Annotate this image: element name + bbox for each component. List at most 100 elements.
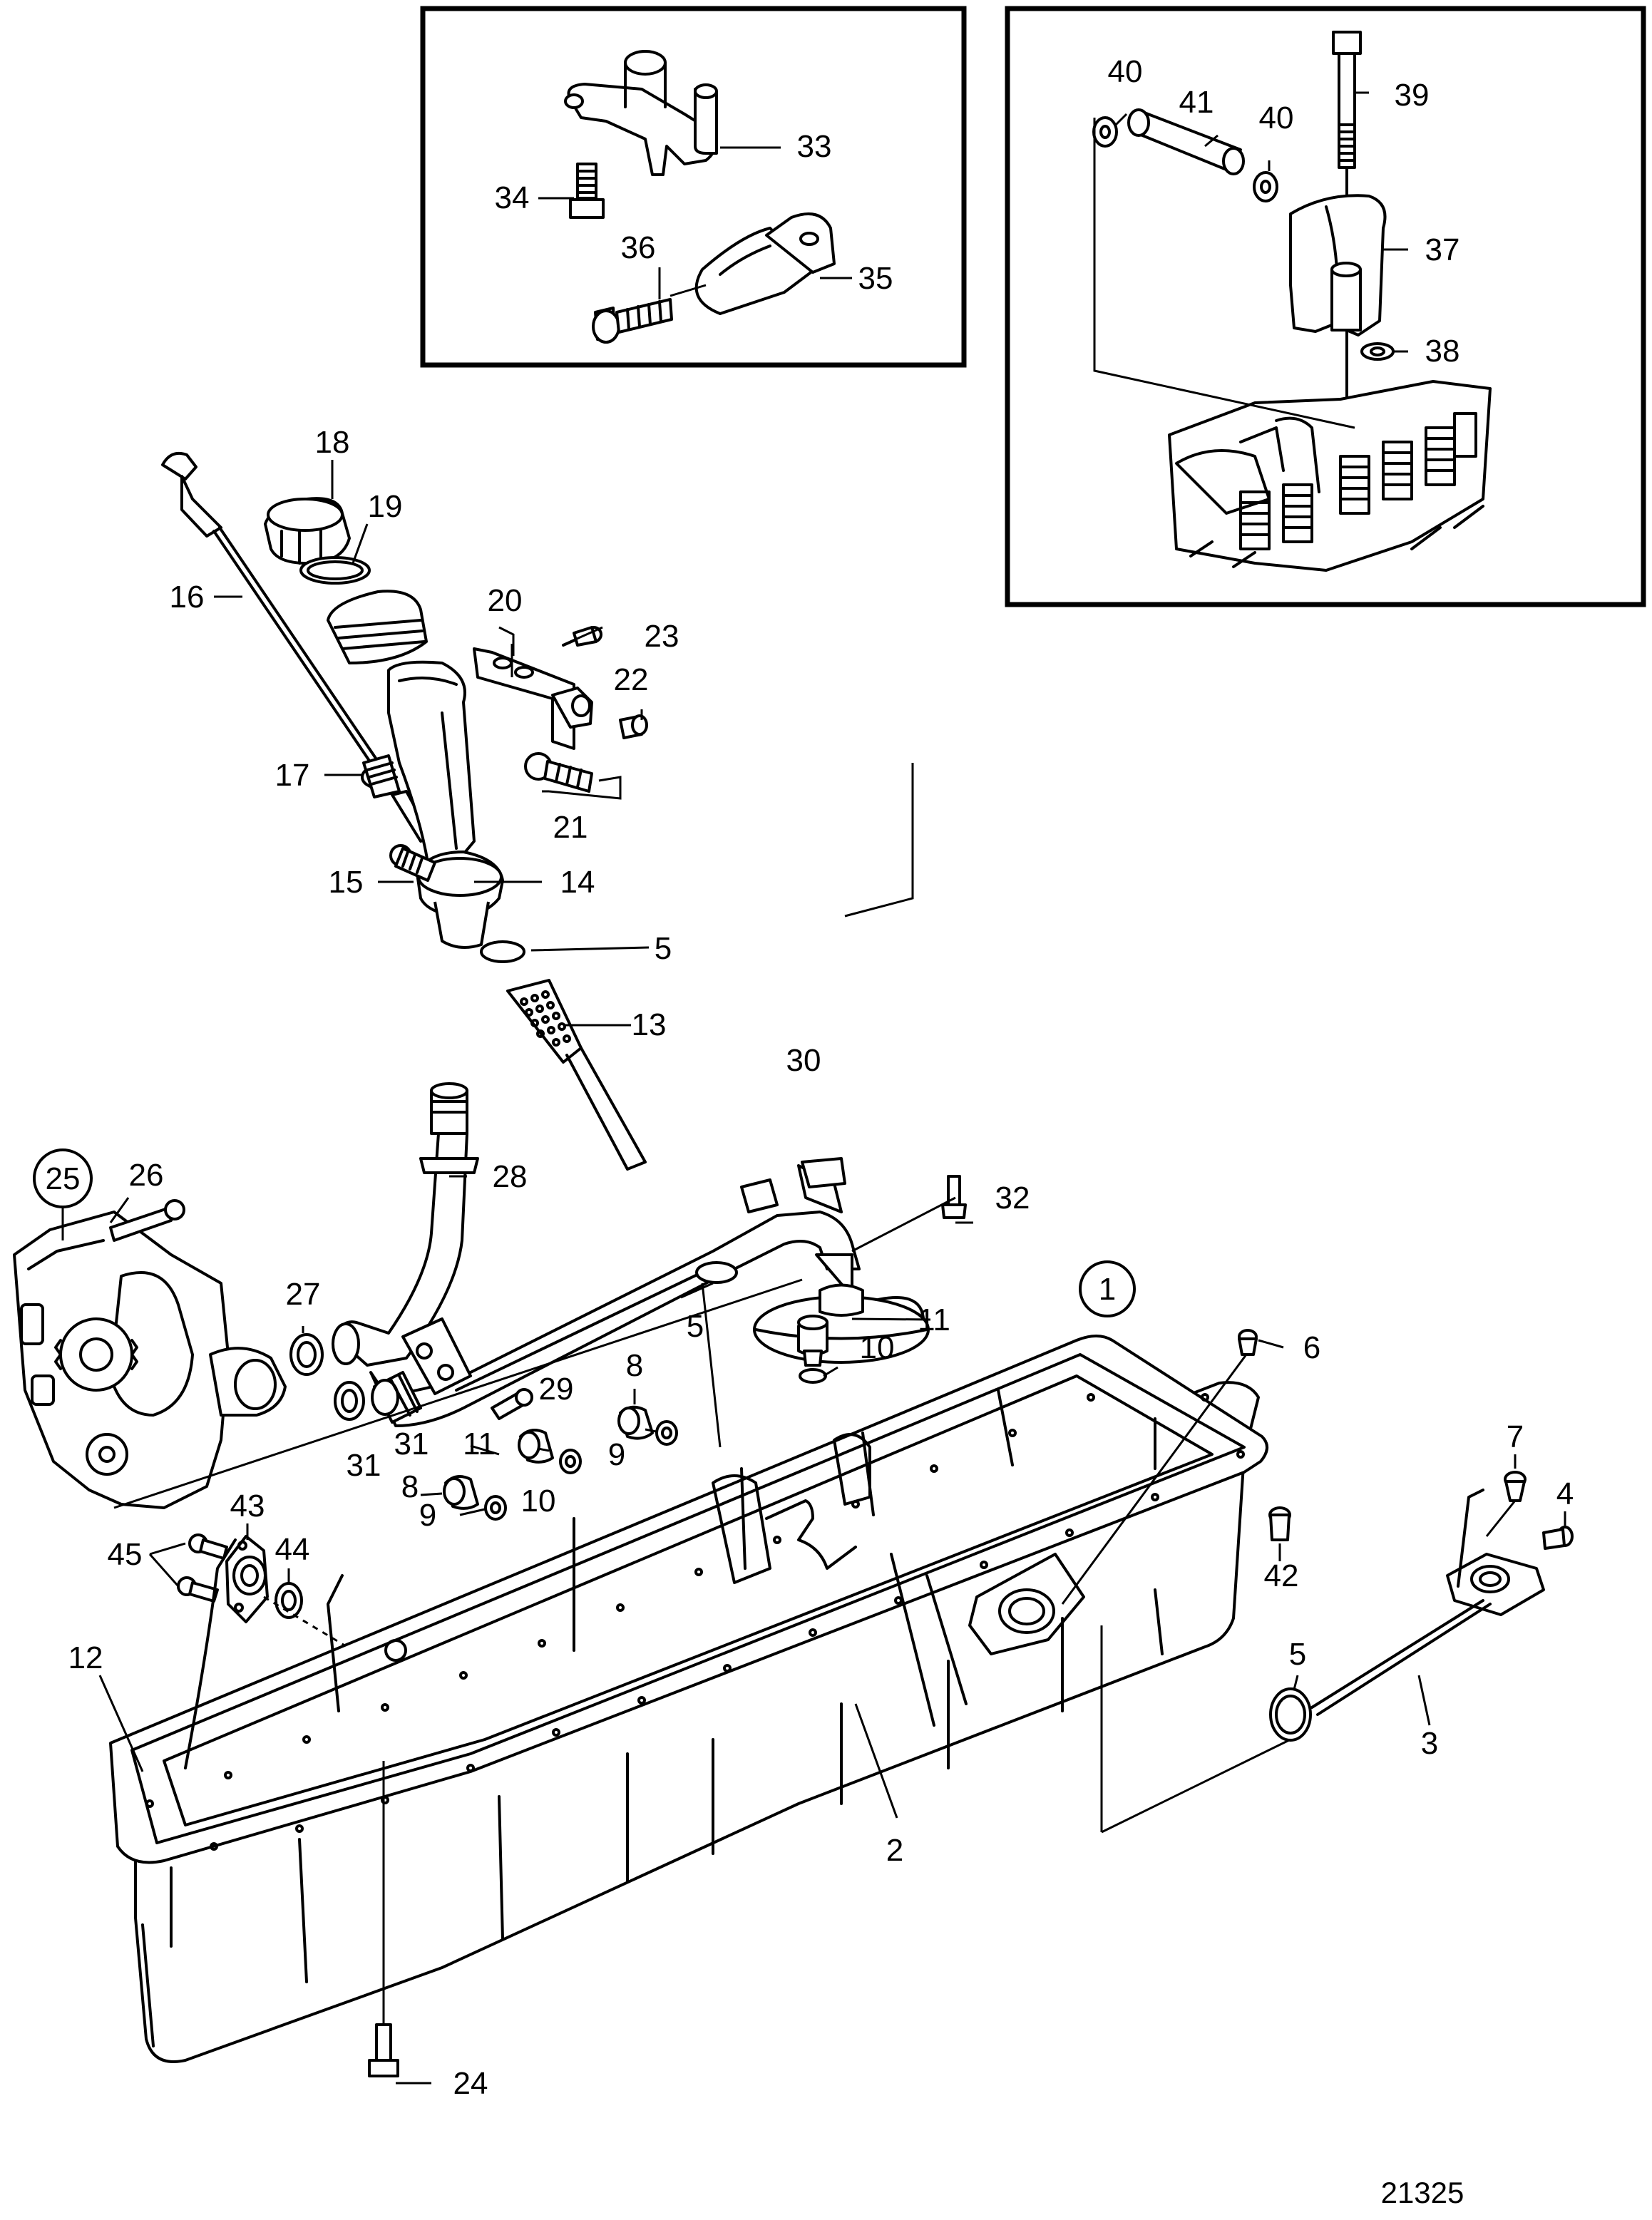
label-38: 38: [1425, 334, 1460, 369]
cover-43: [225, 1535, 269, 1623]
plug-8-low: [443, 1475, 479, 1510]
bolt-26: [109, 1199, 185, 1242]
bolt-45a: [188, 1533, 228, 1560]
label-10-mid: 10: [521, 1484, 556, 1518]
label-8-top: 8: [626, 1348, 643, 1383]
dipstick-16: [161, 451, 433, 843]
label-20: 20: [488, 583, 523, 618]
plug-8-top: [617, 1405, 654, 1440]
label-32: 32: [995, 1181, 1030, 1216]
label-39: 39: [1395, 78, 1430, 113]
label-36: 36: [621, 230, 656, 265]
washer-9-top: [655, 1420, 678, 1446]
label-25: 25: [46, 1161, 81, 1196]
bracket-33: [564, 50, 718, 176]
label-44: 44: [275, 1532, 310, 1567]
inset-frame-left: [420, 6, 967, 368]
oring-5-mid: [695, 1261, 738, 1284]
label-7: 7: [1507, 1419, 1524, 1454]
label-30: 30: [786, 1043, 821, 1078]
oil-sump-2: [109, 1335, 1268, 2063]
gasket-holes: [145, 1393, 1245, 1851]
ring-44: [275, 1582, 303, 1619]
bolt-21: [524, 752, 593, 793]
inset-right-leaders: [1114, 91, 1408, 353]
bolt-36: [592, 298, 673, 344]
washer-10-top: [799, 1368, 827, 1384]
seal-31a: [334, 1381, 365, 1421]
rocker-37: [1289, 194, 1387, 336]
inset-frame-right: [1005, 6, 1646, 607]
label-10-top: 10: [860, 1330, 895, 1365]
callout-leaders: [98, 460, 1566, 2085]
label-5-top: 5: [655, 931, 672, 966]
strainer-13: [506, 979, 647, 1171]
label-23: 23: [645, 619, 679, 654]
label-33: 33: [797, 129, 832, 164]
bracket-20: [473, 647, 593, 750]
label-40a: 40: [1108, 54, 1143, 89]
drawing-number: 21325: [1381, 2176, 1464, 2209]
bolt-7: [1485, 1471, 1527, 1537]
seal-19: [299, 556, 371, 585]
label-11-mid: 11: [463, 1427, 496, 1461]
nut-22: [619, 714, 648, 739]
dipstick-3: [1310, 1489, 1545, 1716]
label-31b: 31: [394, 1427, 429, 1461]
label-13: 13: [632, 1007, 667, 1042]
bracket-leaders: [498, 626, 622, 800]
label-45: 45: [108, 1537, 143, 1572]
label-5-low: 5: [1289, 1637, 1306, 1672]
bolt-45b: [177, 1576, 219, 1603]
bolt-24: [368, 1761, 399, 2077]
pipe-35: [694, 212, 836, 315]
oil-pump-25: [13, 1211, 287, 1509]
label-40b: 40: [1259, 101, 1294, 135]
label-8-low: 8: [401, 1469, 419, 1504]
washer-10-mid: [559, 1449, 582, 1474]
label-22: 22: [614, 662, 649, 697]
label-19: 19: [368, 489, 403, 524]
washer-38: [1360, 342, 1395, 361]
label-31a: 31: [347, 1448, 381, 1483]
label-29: 29: [539, 1372, 574, 1407]
pump-assembly-lines: [113, 1196, 956, 1509]
label-41: 41: [1179, 85, 1214, 120]
washer-9-low: [484, 1495, 507, 1521]
callout-labels: 1 2 3 4 5 5 5 6 7 8 8 9 9 10 10 11 11 12…: [46, 54, 1574, 2101]
label-4: 4: [1556, 1476, 1574, 1511]
label-43: 43: [230, 1489, 265, 1523]
label-12: 12: [68, 1640, 103, 1675]
suction-pipe-30: [369, 1157, 930, 1427]
bolt-32: [941, 1175, 967, 1219]
label-3: 3: [1421, 1726, 1438, 1761]
dipstick-assembly-line: [1101, 1738, 1291, 1834]
label-9-low: 9: [419, 1498, 436, 1533]
oil-cap-18: [264, 497, 351, 565]
callout-circle-1: [1079, 1260, 1136, 1317]
label-1: 1: [1099, 1272, 1116, 1307]
ring-27: [289, 1333, 324, 1376]
bolt-15: [389, 844, 436, 882]
washer-40a: [1092, 116, 1118, 148]
oring-5-top: [480, 940, 525, 963]
label-35: 35: [858, 261, 893, 296]
label-11-top: 11: [918, 1302, 950, 1337]
label-26: 26: [129, 1158, 164, 1193]
cylinder-head: [1168, 380, 1492, 572]
label-5-mid: 5: [687, 1309, 704, 1344]
label-6: 6: [1303, 1330, 1320, 1365]
plug-11-top: [797, 1315, 828, 1367]
label-16: 16: [170, 580, 205, 615]
label-15: 15: [329, 865, 364, 900]
bolt-34: [569, 163, 605, 219]
label-24: 24: [453, 2066, 488, 2101]
label-34: 34: [495, 180, 530, 215]
bolt-29: [491, 1388, 533, 1420]
plug-11-mid: [518, 1429, 554, 1464]
label-21: 21: [553, 810, 588, 845]
inset-left-leaders: [538, 146, 852, 299]
pipe-28: [332, 1082, 479, 1367]
bolt-6: [1061, 1329, 1258, 1605]
